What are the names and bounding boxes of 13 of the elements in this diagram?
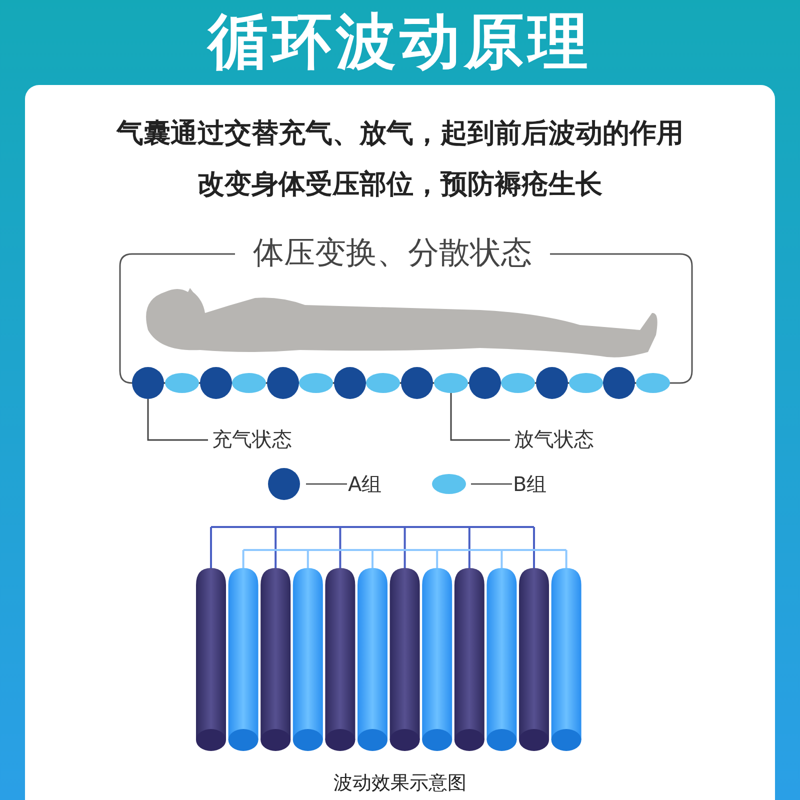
legend-label: A组 [348,471,382,498]
status-label: 放气状态 [514,426,594,453]
title: 循环波动原理 [206,6,593,79]
leader-line [450,393,510,441]
air-cell-ellipse [434,373,468,393]
leader-line [147,399,208,441]
description-text: 气囊通过交替充气、放气，起到前后波动的作用 [115,117,684,151]
legend-label: B组 [513,471,547,498]
description-text: 改变身体受压部位，预防褥疮生长 [196,168,604,202]
status-label: 充气状态 [212,426,292,453]
figure-caption: 波动效果示意图 [332,771,468,796]
section-heading: 体压变换、分散状态 [252,234,533,273]
air-cell-circle [132,367,164,399]
